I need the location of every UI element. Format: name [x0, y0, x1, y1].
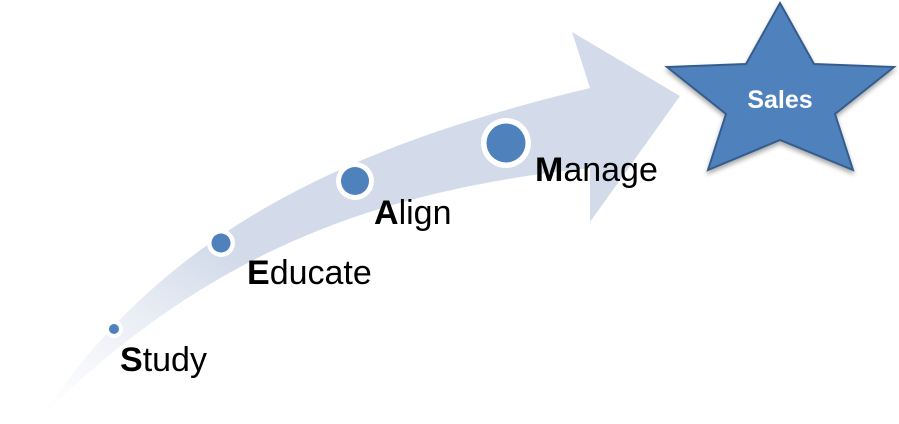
step-rest: lign	[399, 194, 452, 232]
step-dot-educate	[207, 229, 235, 257]
step-label-educate: Educate	[247, 254, 372, 292]
step-dot-study	[105, 320, 123, 338]
step-dot-align	[336, 162, 374, 200]
goal-star-icon	[664, 0, 897, 172]
step-rest: anage	[563, 151, 658, 189]
step-label-study: Study	[120, 341, 207, 379]
step-label-align: Align	[374, 194, 452, 232]
step-initial: A	[374, 194, 399, 232]
step-rest: tudy	[143, 341, 207, 379]
step-label-manage: Manage	[535, 151, 658, 189]
step-initial: M	[535, 151, 563, 189]
step-initial: E	[247, 254, 270, 292]
step-dot-manage	[481, 118, 531, 168]
step-rest: ducate	[270, 254, 372, 292]
goal-label: Sales	[747, 86, 812, 114]
step-initial: S	[120, 341, 143, 379]
